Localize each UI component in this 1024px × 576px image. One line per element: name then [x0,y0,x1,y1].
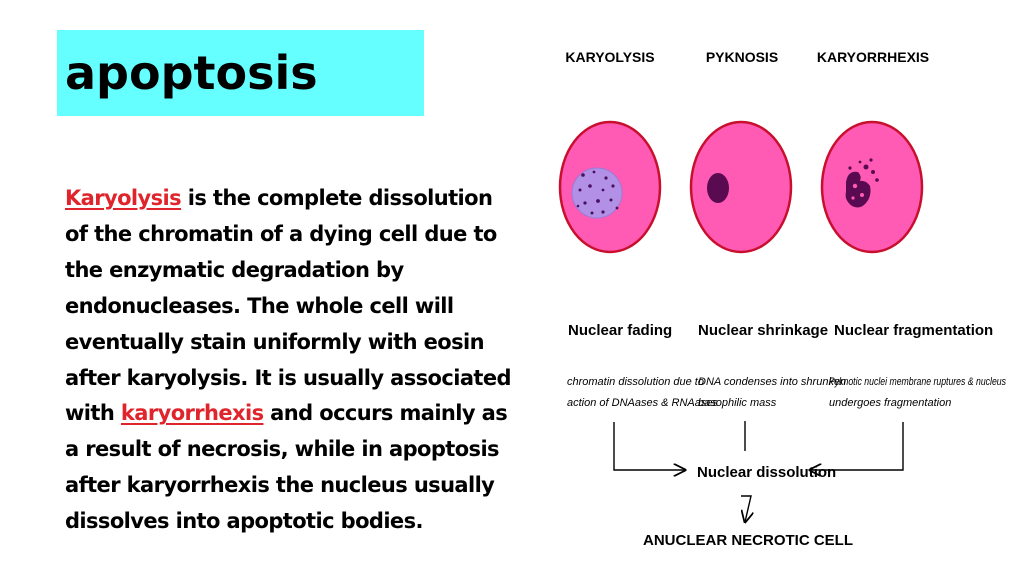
process-nuclear-fragmentation: Nuclear fragmentation [834,322,993,339]
cell-karyorrhexis [820,120,924,254]
paragraph-line: a result of necrosis, while in apoptosis [65,437,500,462]
note-pyknosis-1: DNA condenses into shrunken [698,376,846,388]
term-karyolysis: Karyolysis [65,186,182,210]
term-karyorrhexis: karyorrhexis [120,401,264,426]
arrow-to-anuclear-cell [741,495,751,522]
nucleus-shrunken [707,173,729,203]
note-karyolysis-2: action of DNAases & RNAases [567,397,719,409]
stage-name-karyorrhexis: KARYORRHEXIS [817,49,929,65]
paragraph-text: is the complete dissolution [181,186,493,210]
paragraph-line: endonucleases. The whole cell will [65,293,454,318]
process-nuclear-shrinkage: Nuclear shrinkage [698,322,828,339]
paragraph-line: of the chromatin of a dying cell due to [65,221,497,246]
stage-name-karyolysis: KARYOLYSIS [565,49,654,65]
note-pyknosis-2: basophilic mass [698,397,777,409]
nuclear-dissolution-label: Nuclear dissolution [697,464,836,481]
paragraph-line: with karyorrhexis and occurs mainly as [65,396,555,432]
cell-pyknosis [689,120,793,254]
description-paragraph: Karyolysis is the complete dissolution o… [65,181,555,540]
paragraph-text: and occurs mainly as [263,401,508,426]
arrow-right-to-dissolution [810,422,904,470]
paragraph-line: after karyorrhexis the nucleus usually [65,473,495,498]
paragraph-text: with [65,401,121,426]
paragraph-line: after karyolysis. It is usually associat… [65,365,512,390]
paragraph-line: Karyolysis is the complete dissolution [65,181,555,217]
title-box: apoptosis [57,30,424,116]
nucleus-faded [571,167,623,219]
chromatin-dots [576,170,619,215]
paragraph-line: the enzymatic degradation by [65,257,404,282]
note-karyorrhexis-2: undergoes fragmentation [829,397,951,409]
note-karyolysis-1: chromatin dissolution due to [567,376,704,388]
arrow-left-to-dissolution [613,422,685,470]
stage-name-pyknosis: PYKNOSIS [706,49,778,65]
page-title: apoptosis [65,46,318,100]
fragment-holes [851,183,864,200]
paragraph-line: eventually stain uniformly with eosin [65,329,485,354]
note-karyorrhexis-1: Pyknotic nuclei membrane ruptures & nucl… [829,376,1006,388]
process-nuclear-fading: Nuclear fading [568,322,672,339]
anuclear-necrotic-cell-label: ANUCLEAR NECROTIC CELL [643,532,853,549]
paragraph-line: dissolves into apoptotic bodies. [65,509,423,534]
